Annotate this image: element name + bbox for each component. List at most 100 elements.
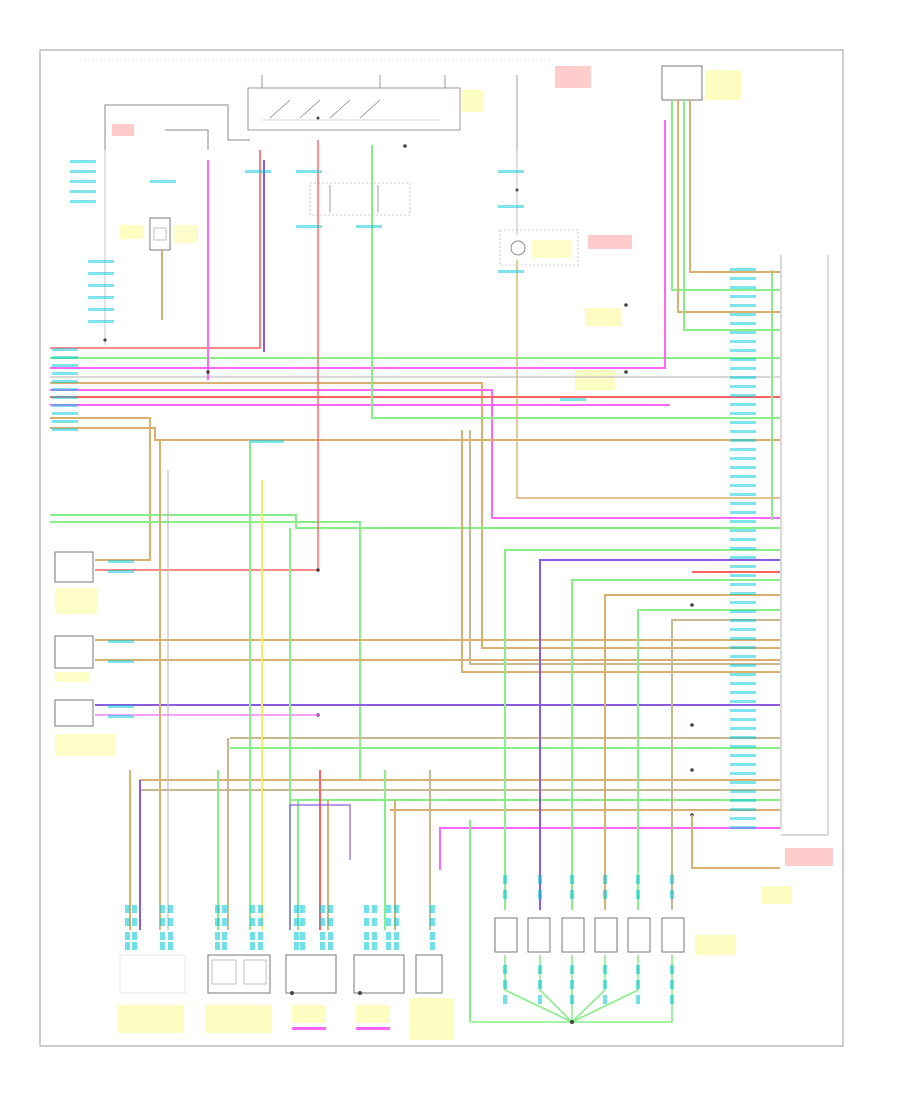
connector-pin [250,905,255,913]
wire-code-tag [730,601,756,604]
wire-code-tag [52,420,78,423]
wire-code-tag [730,268,756,271]
wire-code-tag [108,705,134,708]
wire-code-tag [730,349,756,352]
connector-pin [258,942,263,950]
connector-pin [222,942,227,950]
connector-pin [538,890,542,899]
connector-pin [538,875,542,884]
wire-code-tag [730,520,756,523]
wire-code-tag [730,295,756,298]
connector-pin [372,918,377,926]
connector-pin [636,890,640,899]
wire-code-tag [730,493,756,496]
wire-code-tag [730,700,756,703]
connector-pin [603,980,607,989]
wire-code-tag [730,376,756,379]
connector-pin [168,905,173,913]
wire-code-tag [108,560,134,563]
connector-pin [503,995,507,1004]
wire-code-tag [730,655,756,658]
wire-code-tag [730,448,756,451]
wire-code-tag [108,640,134,643]
connector-pin [215,932,220,940]
connector-pin [670,995,674,1004]
connector-pin [328,942,333,950]
wire-code-tag [52,380,78,383]
wire-code-tag [730,277,756,280]
connector-pin [125,918,130,926]
wire-code-tag [52,404,78,407]
connector-pin [250,918,255,926]
fuse-left [103,104,250,345]
wire-code-tag [730,430,756,433]
connector-pin [328,932,333,940]
wire-code-tag [88,320,114,323]
connector-pin [386,932,391,940]
connector-pin [125,942,130,950]
wire-code-tag [730,727,756,730]
wire-code-tag [730,511,756,514]
connector-pin [670,875,674,884]
connector-pin [430,918,435,926]
wire-code-tag [70,200,96,203]
connector-pin [538,995,542,1004]
connector-pin [372,932,377,940]
wire-code-tag [356,225,382,228]
connector-pin [132,918,137,926]
connector-pin [160,942,165,950]
wire-code-tag [730,466,756,469]
wire-code-tag [730,475,756,478]
connector-pin [168,942,173,950]
connector-pin [294,932,299,940]
connector-pin [364,905,369,913]
connector-pin [538,980,542,989]
diagram-border [39,49,844,1047]
wire-code-tag [730,736,756,739]
left-component-3 [54,699,115,756]
wire-code-tag [730,799,756,802]
connector-pin [250,942,255,950]
bottom-component-1 [118,954,186,1033]
connector-pin [328,918,333,926]
connector-pin [168,932,173,940]
wire-code-tag [245,170,271,173]
wire-code-tag [730,385,756,388]
connector-pin [294,905,299,913]
wire-code-tag [70,190,96,193]
wire-code-tag [730,637,756,640]
wire-code-tag [108,715,134,718]
connector-pin [258,918,263,926]
connector-pin [636,995,640,1004]
bottom-component-2 [205,954,271,1033]
wire-code-tag [296,225,322,228]
connector-pin [570,890,574,899]
connector-pin [503,980,507,989]
connector-pin [222,932,227,940]
connector-pin [222,918,227,926]
wire-code-tag [730,763,756,766]
connector-pin [430,932,435,940]
wire-code-tag [730,358,756,361]
wire-code-tag [730,583,756,586]
connector-pin [670,965,674,974]
wire-code-tag [730,484,756,487]
wire-code-tag [730,457,756,460]
red-annotations [112,66,833,866]
wire-code-tag [730,817,756,820]
connector-pin [125,905,130,913]
connector-pin [222,905,227,913]
relay-pair [309,182,411,216]
connector-pin [386,942,391,950]
connector-pin [160,918,165,926]
wire-code-tag [730,412,756,415]
fuse-right [515,75,519,235]
wire-code-tag [730,394,756,397]
connector-pin [125,932,130,940]
wire-code-tag [730,592,756,595]
connector-pin [320,905,325,913]
harness-horizontal [50,120,780,780]
wire-code-tag [730,439,756,442]
ignition-switch [247,75,461,148]
wire-code-tag [730,304,756,307]
